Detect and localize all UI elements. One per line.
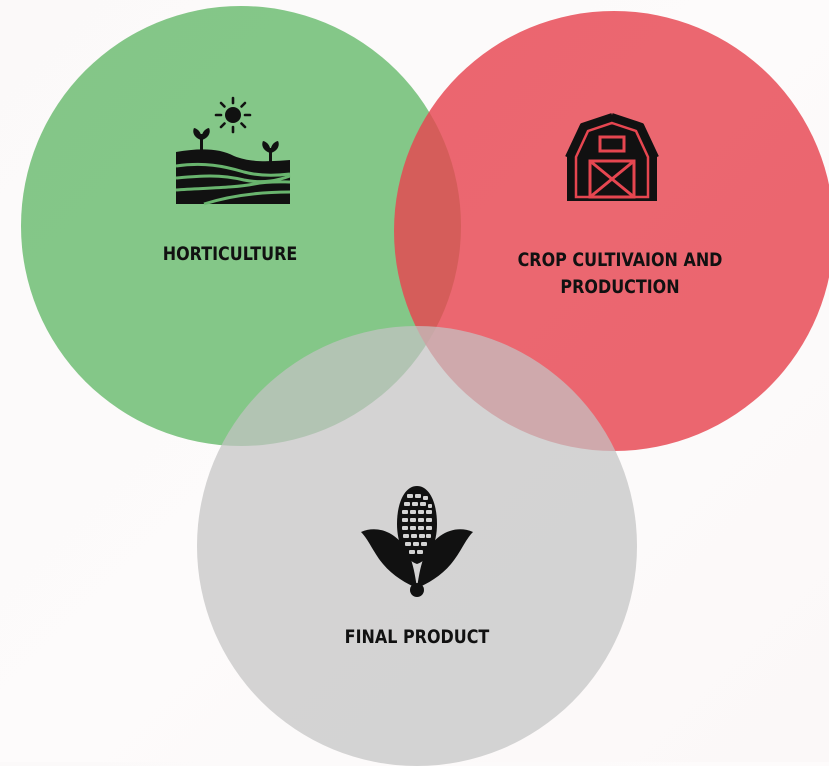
barn-icon xyxy=(565,113,659,201)
crop-cultivation-label: CROP CULTIVAION AND PRODUCTION xyxy=(502,247,737,301)
farm-field-sun-icon xyxy=(175,96,291,206)
crop-cultivation-label-line-2: PRODUCTION xyxy=(560,276,680,298)
crop-cultivation-label-line-1: CROP CULTIVAION AND xyxy=(517,249,723,271)
horticulture-label: HORTICULTURE xyxy=(162,243,298,265)
final-product-label: FINAL PRODUCT xyxy=(344,626,490,648)
corn-icon xyxy=(361,486,473,597)
